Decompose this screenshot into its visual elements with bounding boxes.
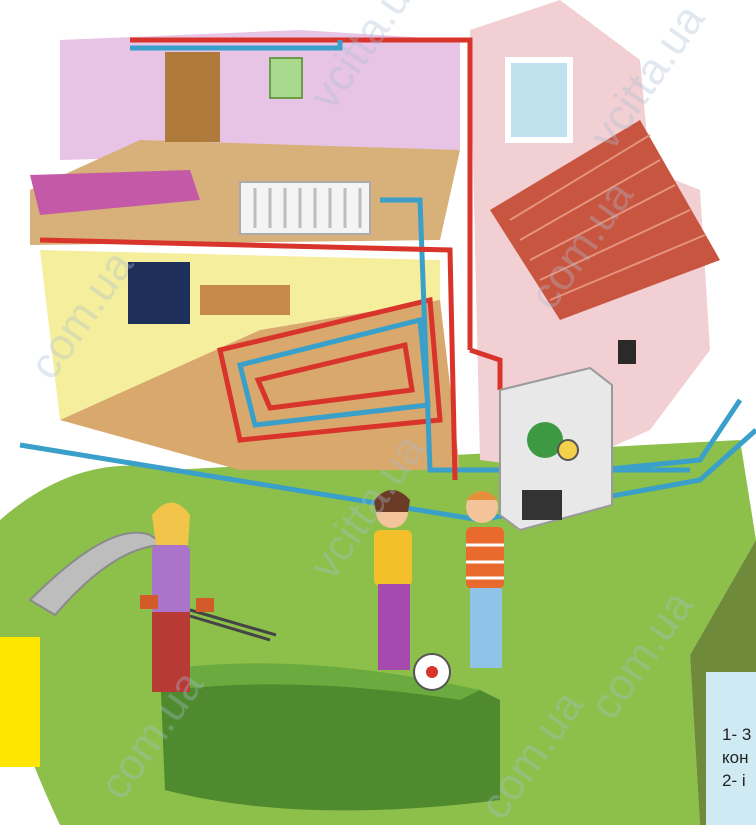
yellow-side-tab <box>0 637 40 767</box>
window <box>508 60 570 140</box>
wall-socket <box>618 340 636 364</box>
caption-line-3: 2- і <box>722 769 756 792</box>
pump-gauge-icon <box>558 440 578 460</box>
caption-line-2: кон <box>722 746 756 769</box>
picture-frame <box>270 58 302 98</box>
door <box>165 52 220 142</box>
bookshelf <box>200 285 290 315</box>
radiator <box>240 182 370 234</box>
night-picture <box>128 262 190 324</box>
control-box <box>522 490 562 520</box>
caption-text: 1- 3 кон 2- і <box>722 723 756 792</box>
girl-playing <box>374 490 412 670</box>
soccer-ball-patch <box>426 666 438 678</box>
caption-line-1: 1- 3 <box>722 723 756 746</box>
